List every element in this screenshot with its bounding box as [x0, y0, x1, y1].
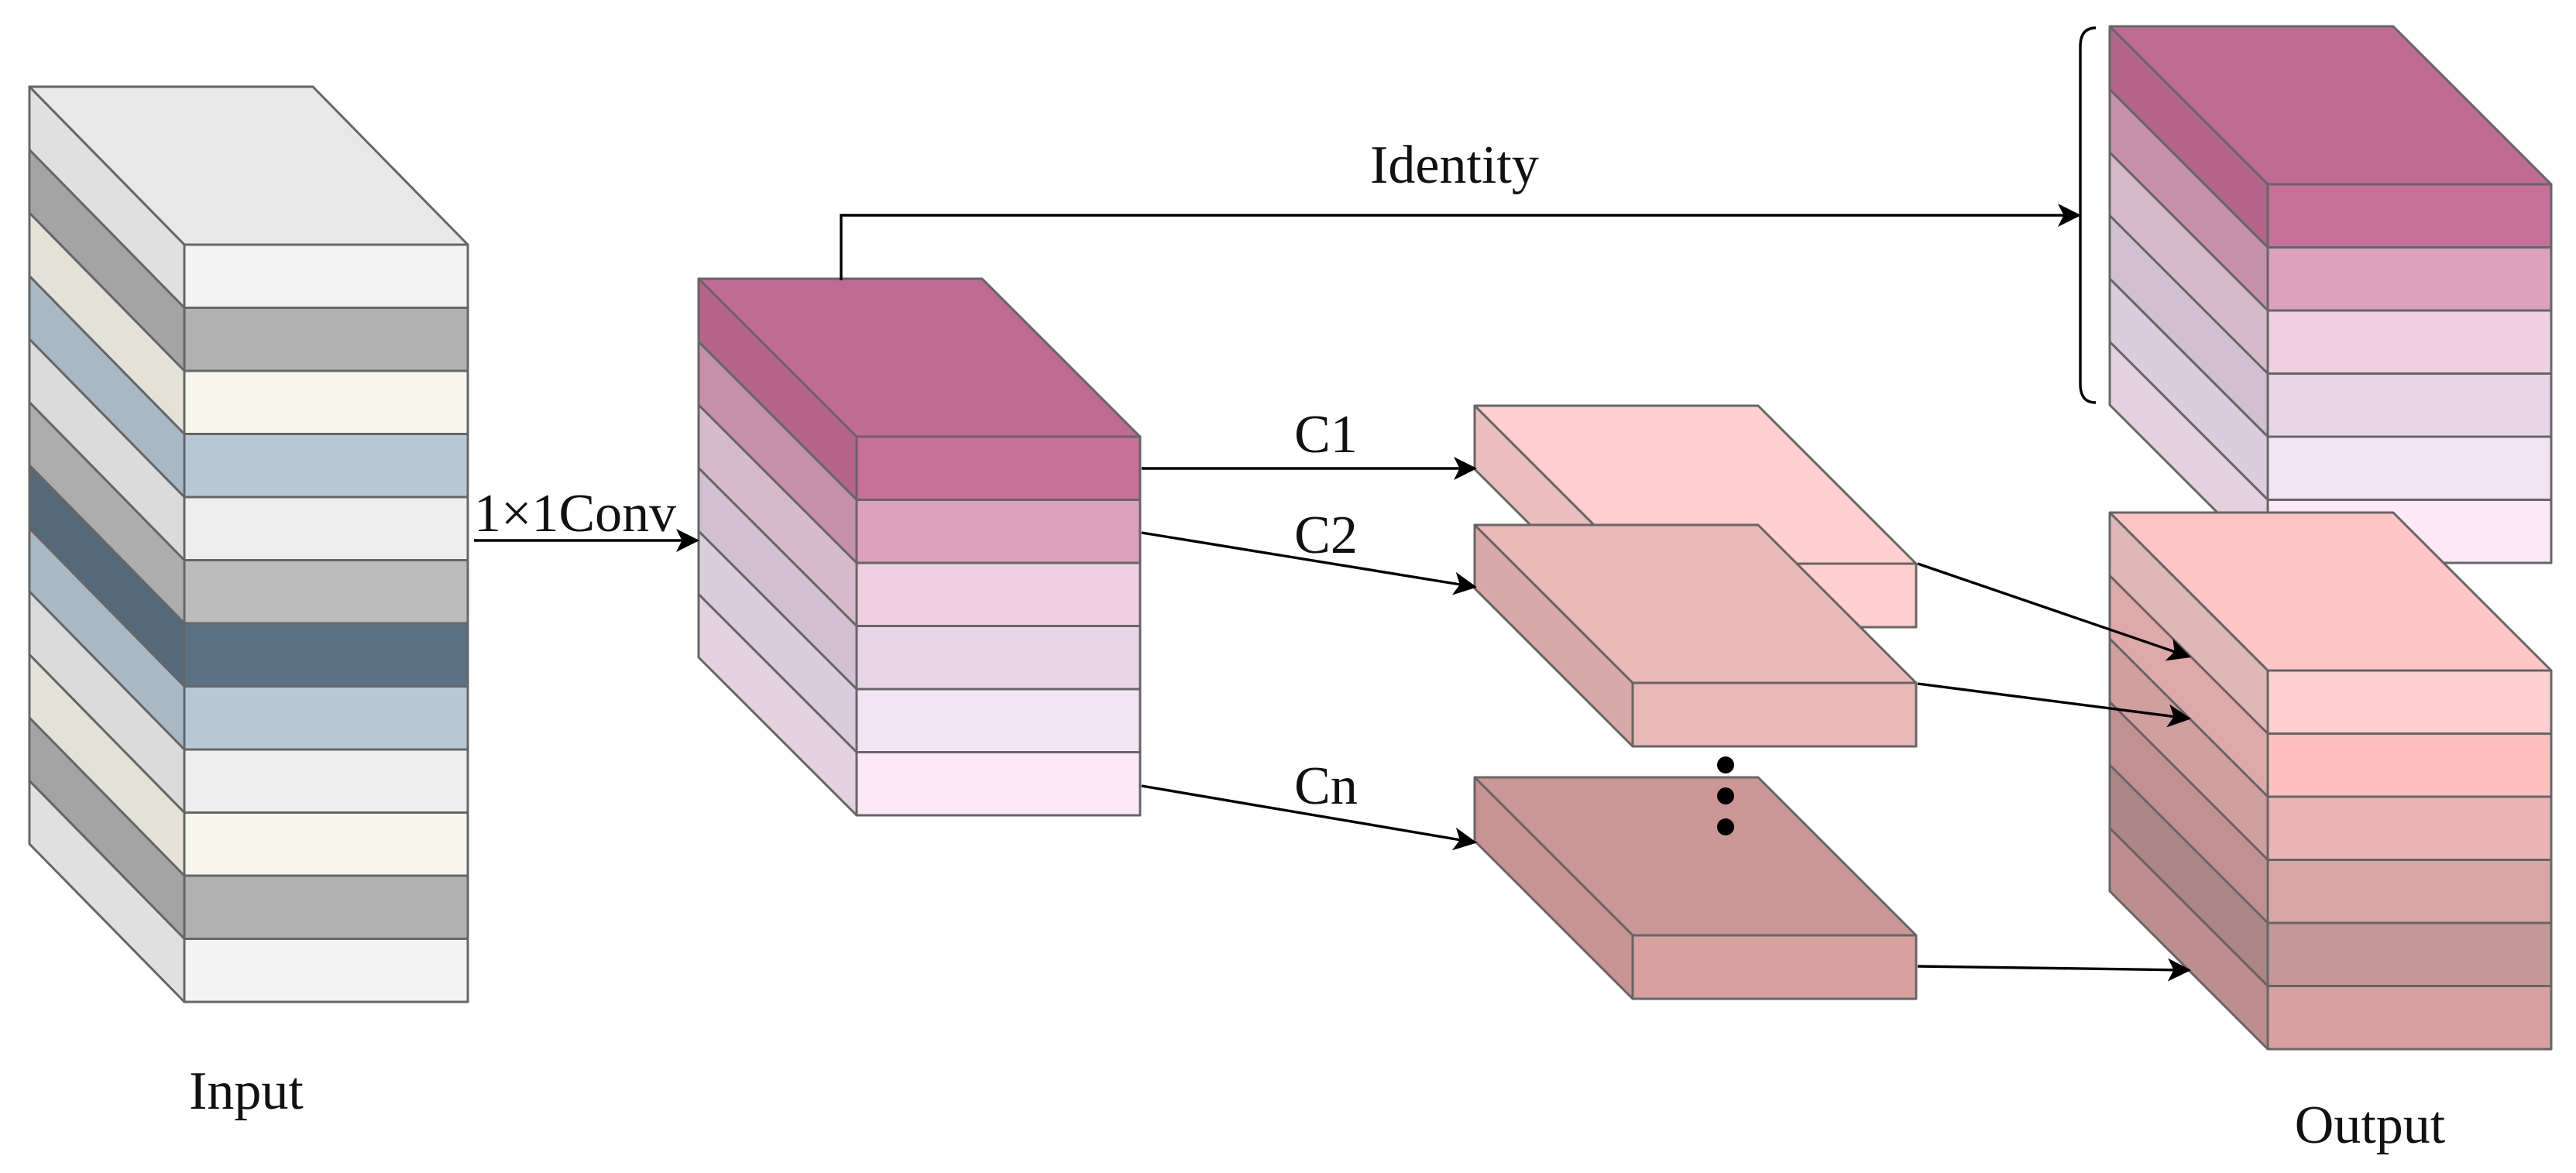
input-tensor-stack	[28, 85, 469, 1003]
out-top-front-layer	[2266, 309, 2553, 375]
identity-output-stack	[2108, 25, 2553, 564]
input-front-layer	[183, 559, 469, 625]
identity-arrow	[840, 204, 2081, 280]
out-top-front-layer	[2266, 183, 2553, 249]
c2-label: C2	[1294, 506, 1358, 565]
input-front-layer	[183, 938, 469, 1003]
input-front-layer	[183, 369, 469, 435]
c1-to-output-arrow	[1917, 562, 2191, 661]
input-front-layer	[183, 748, 469, 814]
arrows	[474, 204, 2191, 982]
out-bottom-front-layer	[2266, 669, 2553, 735]
input-front-layer	[183, 496, 469, 561]
out-top-front-layer	[2266, 435, 2553, 501]
input-front-layer	[183, 243, 469, 309]
input-front-layer	[183, 811, 469, 877]
input-front-layer	[183, 307, 469, 372]
cn-to-output-arrow	[1917, 958, 2191, 982]
mid-front-layer	[855, 499, 1142, 564]
concat-output-stack	[2108, 511, 2553, 1051]
mid-front-layer	[855, 561, 1142, 627]
cn-label: Cn	[1294, 756, 1358, 816]
out-bottom-front-layer	[2266, 859, 2553, 924]
input-front-layer	[183, 685, 469, 751]
input-label: Input	[189, 1062, 304, 1121]
slice-c2-front-layer	[1631, 681, 1918, 748]
mid-front-layer	[855, 751, 1142, 817]
bracket-icon	[2079, 26, 2097, 404]
input-front-layer	[183, 433, 469, 499]
out-top-front-layer	[2266, 246, 2553, 312]
c1-label: C1	[1294, 405, 1358, 465]
mid-front-layer	[855, 688, 1142, 753]
conv-output-stack	[697, 277, 1142, 817]
conv-label: 1×1Conv	[474, 484, 676, 544]
c2-to-output-arrow	[1917, 682, 2191, 728]
output-label: Output	[2295, 1096, 2446, 1155]
cn-arrow	[1141, 784, 1477, 851]
out-bottom-front-layer	[2266, 921, 2553, 987]
input-front-layer	[183, 622, 469, 688]
slice-cn-front-layer	[1631, 934, 1918, 1000]
vertical-ellipsis-icon	[1717, 756, 1734, 835]
mid-front-layer	[855, 625, 1142, 691]
mid-front-layer	[855, 435, 1142, 501]
out-bottom-front-layer	[2266, 732, 2553, 798]
slice-c2-block	[1473, 523, 1918, 748]
slice-cn-block	[1473, 776, 1918, 1000]
out-bottom-front-layer	[2266, 795, 2553, 861]
identity-label: Identity	[1370, 135, 1539, 195]
out-top-front-layer	[2266, 372, 2553, 438]
out-bottom-front-layer	[2266, 985, 2553, 1051]
c2-arrow	[1141, 531, 1477, 595]
input-front-layer	[183, 874, 469, 940]
